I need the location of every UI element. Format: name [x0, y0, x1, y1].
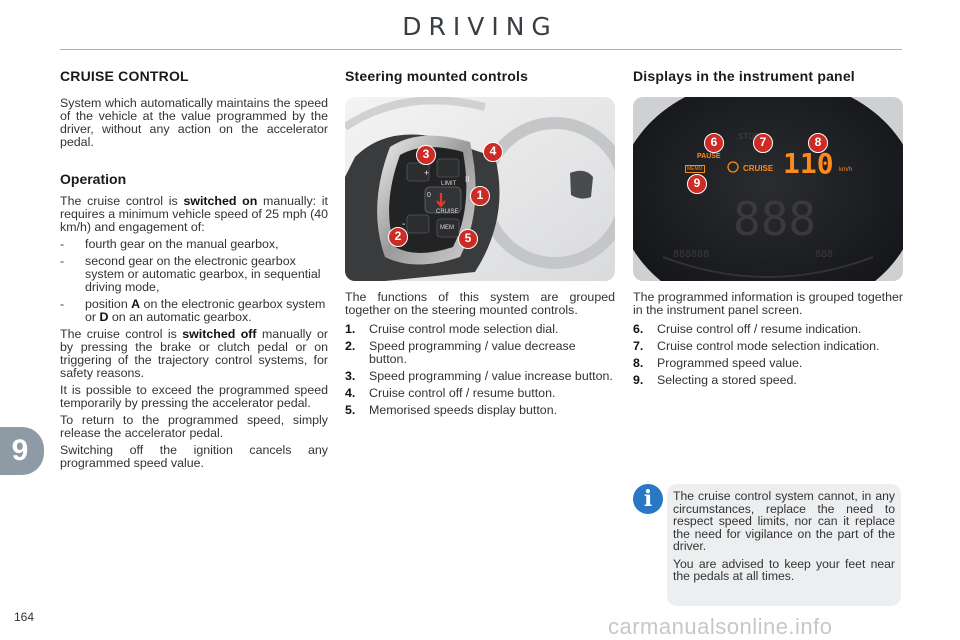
svg-text:888: 888	[815, 249, 833, 260]
cruise-indicator: CRUISE	[743, 164, 774, 173]
marker-9: 9	[687, 174, 707, 194]
info-paragraph: You are advised to keep your feet near t…	[673, 556, 895, 583]
marker-4: 4	[483, 142, 503, 162]
cruise-label: CRUISE	[436, 209, 459, 215]
marker-8: 8	[808, 133, 828, 153]
displays-list: 6.Cruise control off / resume indication…	[633, 323, 903, 387]
list-item: 5.Memorised speeds display button.	[345, 403, 558, 417]
exceed-paragraph: It is possible to exceed the programmed …	[60, 383, 328, 410]
svg-text:STOP: STOP	[738, 132, 759, 141]
instrument-panel-photo: STOP 888 888888 888 PAUSE MEMO CRUISE 11…	[633, 97, 903, 281]
operation-heading: Operation	[60, 171, 127, 187]
marker-7: 7	[753, 133, 773, 153]
zero-label: 0	[427, 192, 431, 199]
plus-icon: +	[424, 168, 430, 178]
limit-label: LIMIT	[441, 181, 457, 187]
chapter-title: DRIVING	[402, 12, 558, 41]
list-item: 2.Speed programming / value decrease but…	[345, 339, 576, 366]
watermark: carmanualsonline.info	[608, 614, 833, 639]
ignition-paragraph: Switching off the ignition cancels any p…	[60, 443, 328, 470]
list-item: 7.Cruise control mode selection indicati…	[633, 339, 880, 353]
list-item: 9.Selecting a stored speed.	[633, 373, 797, 387]
page-number: 164	[14, 610, 35, 624]
svg-text:888: 888	[733, 192, 816, 246]
displays-intro: The programmed information is grouped to…	[633, 290, 903, 317]
list-item: 6.Cruise control off / resume indication…	[633, 322, 862, 336]
marker-2: 2	[388, 227, 408, 247]
chapter-tab: 9	[0, 427, 44, 475]
return-paragraph: To return to the programmed speed, simpl…	[60, 413, 328, 440]
switch-off-paragraph: The cruise control is switched off manua…	[60, 327, 329, 380]
section-heading: Displays in the instrument panel	[633, 68, 855, 84]
minus-icon: -	[402, 219, 406, 230]
column-instrument-displays: Displays in the instrument panel STOP 88…	[633, 64, 903, 391]
list-item: -position A on the electronic gearbox sy…	[60, 297, 326, 324]
list-item: 3.Speed programming / value increase but…	[345, 369, 613, 383]
memo-indicator: MEMO	[685, 165, 705, 173]
list-item: 8.Programmed speed value.	[633, 356, 803, 370]
intro-paragraph: System which automatically maintains the…	[60, 96, 328, 149]
pause-indicator: PAUSE	[697, 153, 721, 160]
speed-unit: km/h	[839, 167, 853, 173]
steering-wheel-photo: LIMIT CRUISE MEM 0 + II - 3 4 1 2 5	[345, 97, 615, 281]
info-text-panel: The cruise control system cannot, in any…	[667, 484, 901, 606]
info-paragraph: The cruise control system cannot, in any…	[673, 489, 895, 553]
info-icon: i	[633, 484, 663, 514]
list-item: -second gear on the electronic gearbox s…	[60, 254, 321, 294]
mem-label: MEM	[440, 225, 454, 231]
marker-1: 1	[470, 186, 490, 206]
section-heading: Steering mounted controls	[345, 68, 529, 84]
marker-6: 6	[704, 133, 724, 153]
title-rule	[60, 49, 902, 50]
safety-info-box: i The cruise control system cannot, in a…	[633, 484, 901, 606]
list-item: 1.Cruise control mode selection dial.	[345, 322, 559, 336]
section-heading: CRUISE CONTROL	[60, 68, 189, 84]
requirements-list: -fourth gear on the manual gearbox, -sec…	[60, 238, 328, 324]
marker-5: 5	[458, 229, 478, 249]
controls-intro: The functions of this system are grouped…	[345, 290, 615, 317]
marker-3: 3	[416, 145, 436, 165]
column-cruise-control: CRUISE CONTROL System which automaticall…	[60, 64, 328, 474]
pause-icon: II	[465, 175, 470, 184]
svg-text:888888: 888888	[673, 249, 709, 260]
switch-on-paragraph: The cruise control is switched on manual…	[60, 194, 328, 234]
list-item: 4.Cruise control off / resume button.	[345, 386, 556, 400]
speed-readout: 110	[783, 147, 834, 180]
controls-list: 1.Cruise control mode selection dial. 2.…	[345, 323, 615, 417]
column-steering-controls: Steering mounted controls	[345, 64, 615, 421]
list-item: -fourth gear on the manual gearbox,	[60, 237, 279, 251]
